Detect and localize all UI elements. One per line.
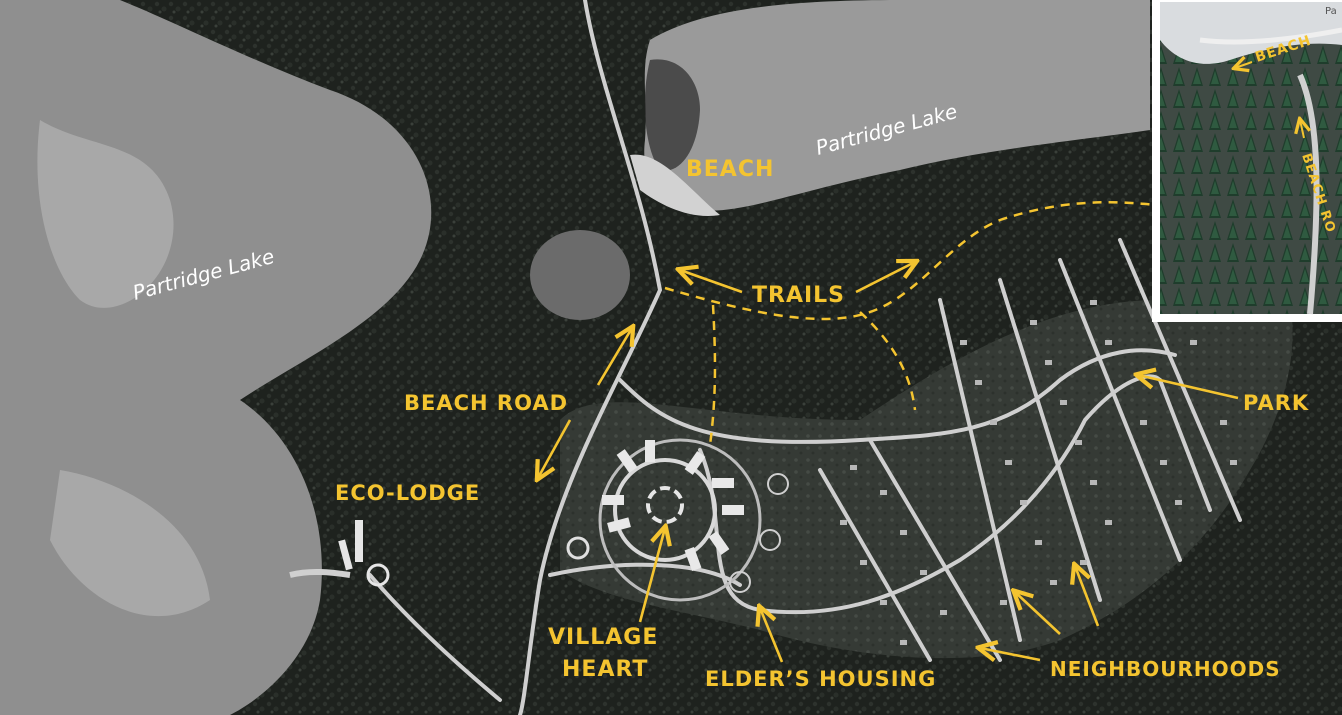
pond: [530, 230, 630, 320]
trails-label: TRAILS: [752, 283, 845, 308]
west-lake-highlight-2: [50, 470, 210, 617]
beach-sand: [630, 154, 720, 216]
inset-corner-text: Pa: [1325, 6, 1337, 17]
village-ring-inner: [646, 486, 684, 524]
label-arrows: [538, 262, 1239, 663]
village-buildings: [602, 440, 744, 572]
park-label: PARK: [1243, 391, 1309, 415]
beach-road-label: BEACH ROAD: [404, 391, 568, 415]
beach-label: BEACH: [686, 157, 774, 182]
elder-housing-clusters: [729, 473, 789, 593]
inset-road-arrow: [1300, 120, 1304, 139]
west-lake-highlight: [37, 120, 174, 308]
elders-housing-label: ELDER’S HOUSING: [705, 667, 936, 691]
gazebo-icon: [566, 536, 590, 560]
trails-dashed: [664, 200, 1156, 446]
eco-lodge-buildings: [289, 520, 390, 587]
neighbourhoods-label: NEIGHBOURHOODS: [1050, 657, 1281, 681]
neighbourhood-houses: [840, 300, 1237, 645]
inset-3d-view: Pa BEACH BEACH RO: [1152, 0, 1342, 322]
north-lake-dark-shore: [644, 59, 700, 171]
village-heart-label-line2: HEART: [562, 657, 648, 682]
village-ring-outer: [613, 458, 717, 562]
inset-beach-arrow: [1235, 62, 1253, 68]
north-lake: [644, 0, 1150, 211]
eco-lodge-label: ECO-LODGE: [335, 481, 480, 505]
village-heart-label-line1: VILLAGE: [548, 625, 658, 650]
road-network: [368, 0, 1242, 715]
village-outer-loop: [598, 438, 762, 602]
